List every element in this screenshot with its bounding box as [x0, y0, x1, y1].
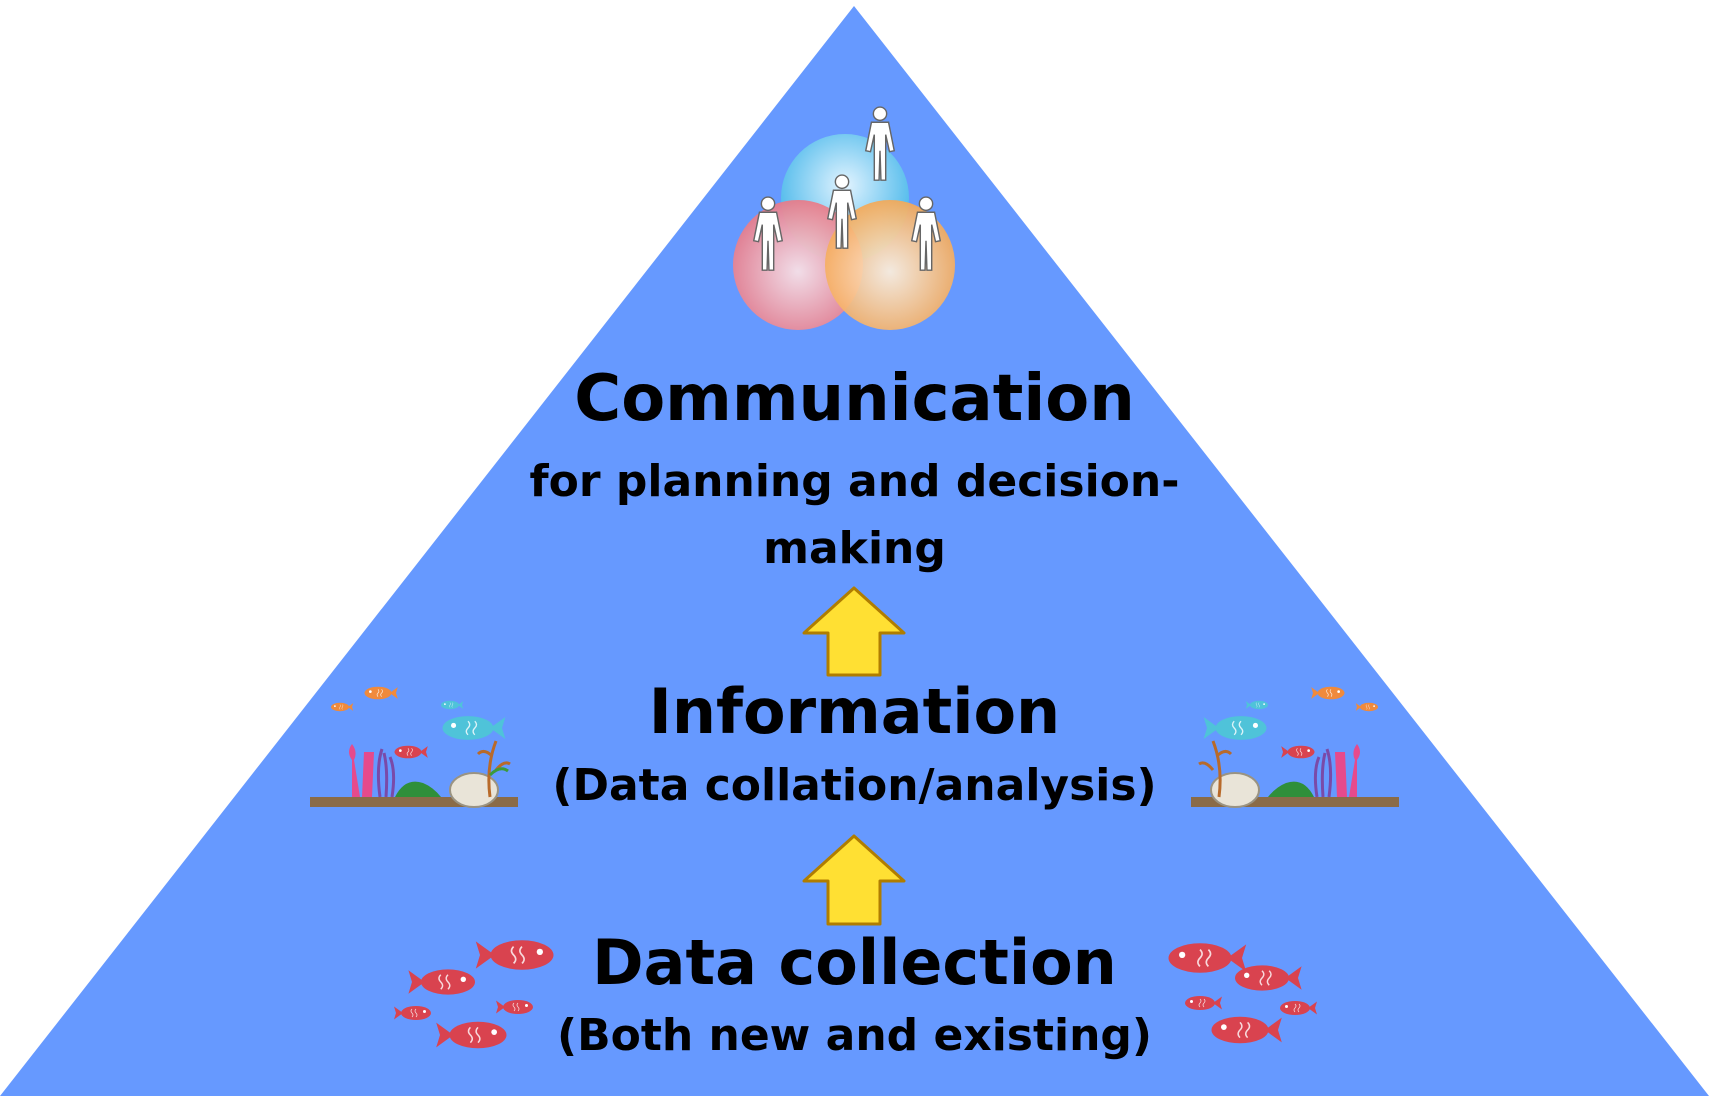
level-subtitle-information: (Data collation/analysis)	[552, 760, 1157, 811]
level-subtitle-data-collection: (Both new and existing)	[556, 1010, 1153, 1061]
pyramid-triangle	[0, 6, 1709, 1096]
reef-scene-icon	[1191, 686, 1399, 808]
up-arrow-icon	[802, 834, 906, 926]
reef-scene-icon	[310, 686, 518, 808]
level-subtitle-communication-cont: making	[763, 523, 946, 574]
up-arrow-icon	[802, 586, 906, 677]
level-title-data-collection: Data collection	[592, 926, 1117, 999]
level-title-communication: Communication	[574, 362, 1135, 436]
level-title-information: Information	[648, 675, 1061, 748]
people-on-overlapping-circles-icon	[733, 106, 955, 330]
level-subtitle-communication: for planning and decision-	[529, 456, 1180, 507]
